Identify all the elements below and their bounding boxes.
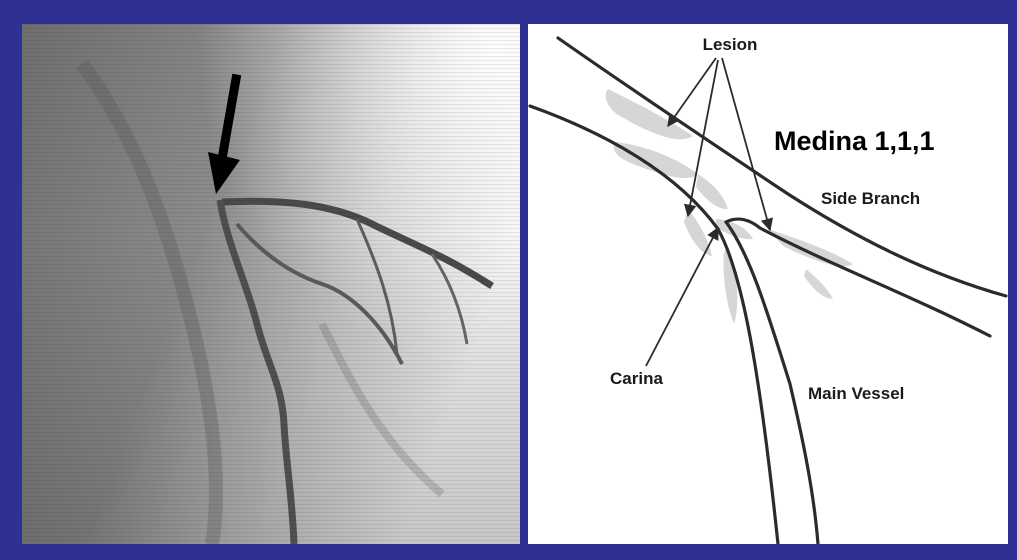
side-branch-label: Side Branch: [821, 189, 920, 208]
vessel-walls: [530, 38, 1006, 544]
lesion-plaques: [606, 89, 853, 324]
angiogram-svg: [22, 24, 520, 544]
carina-label: Carina: [610, 369, 663, 388]
bifurcation-diagram: Lesion Medina 1,1,1 Side Branch Carina M…: [528, 24, 1008, 544]
lesion-plaque: [696, 174, 728, 209]
angiogram-image: [22, 24, 520, 544]
lesion-plaque: [606, 89, 693, 139]
lesion-plaque: [614, 142, 698, 178]
main-vessel-label: Main Vessel: [808, 384, 904, 403]
diagram-title: Medina 1,1,1: [774, 126, 935, 156]
lesion-pointer-arrow: [668, 58, 716, 126]
carina-pointer-arrow: [646, 228, 718, 366]
lesion-pointer-arrow: [722, 58, 770, 230]
lesion-label: Lesion: [703, 35, 758, 54]
diagram-svg: Lesion Medina 1,1,1 Side Branch Carina M…: [528, 24, 1008, 544]
main-vessel-left-wall: [530, 106, 778, 544]
pointer-arrows: [646, 58, 770, 366]
lesion-plaque: [768, 229, 853, 266]
lesion-plaque: [804, 269, 833, 299]
side-branch-upper-wall: [558, 38, 1006, 296]
